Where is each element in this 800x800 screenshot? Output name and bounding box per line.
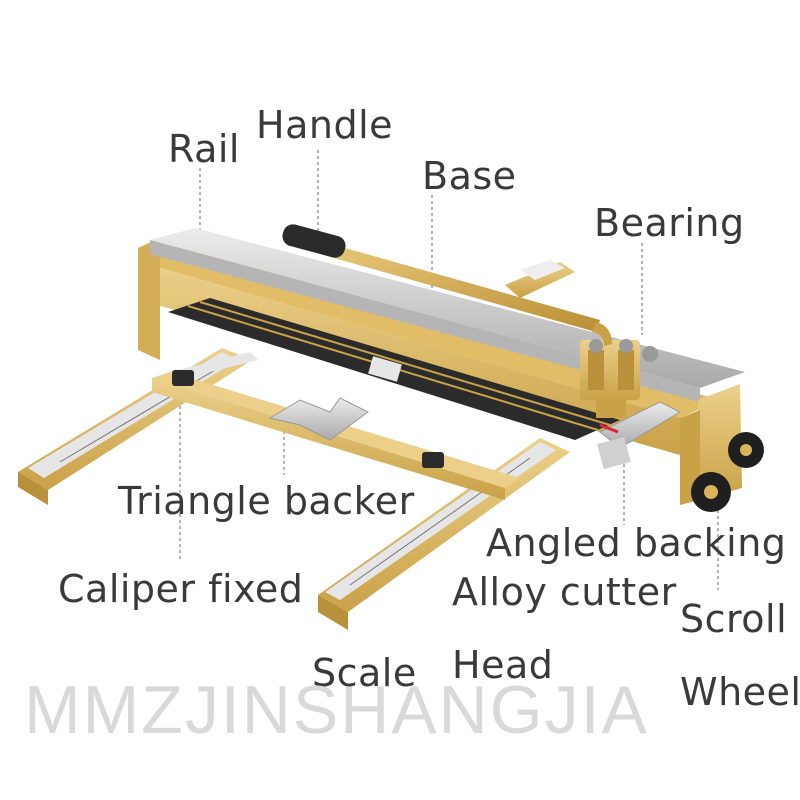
label-wheel: Wheel xyxy=(680,670,800,714)
angled-backing xyxy=(597,401,682,470)
label-base: Base xyxy=(422,154,517,198)
label-caliper-fixed: Caliper fixed xyxy=(58,567,304,611)
base-plate xyxy=(168,298,620,440)
label-triangle-backer: Triangle backer xyxy=(118,479,415,523)
label-scale: Scale xyxy=(312,651,417,695)
label-handle: Handle xyxy=(256,103,394,147)
label-alloy-cutter: Alloy cutter xyxy=(452,570,677,614)
triangle-backer xyxy=(268,397,369,441)
wheels xyxy=(691,432,764,512)
back-right-foot xyxy=(505,260,575,298)
handle xyxy=(282,224,612,346)
label-head: Head xyxy=(452,643,554,687)
label-angled-backing: Angled backing xyxy=(486,521,787,565)
label-bearing: Bearing xyxy=(594,201,745,245)
cutter-head xyxy=(580,339,658,434)
label-rail: Rail xyxy=(168,127,240,171)
watermark: MMZJINSHANGJIA xyxy=(24,672,649,748)
label-scroll: Scroll xyxy=(680,597,788,641)
